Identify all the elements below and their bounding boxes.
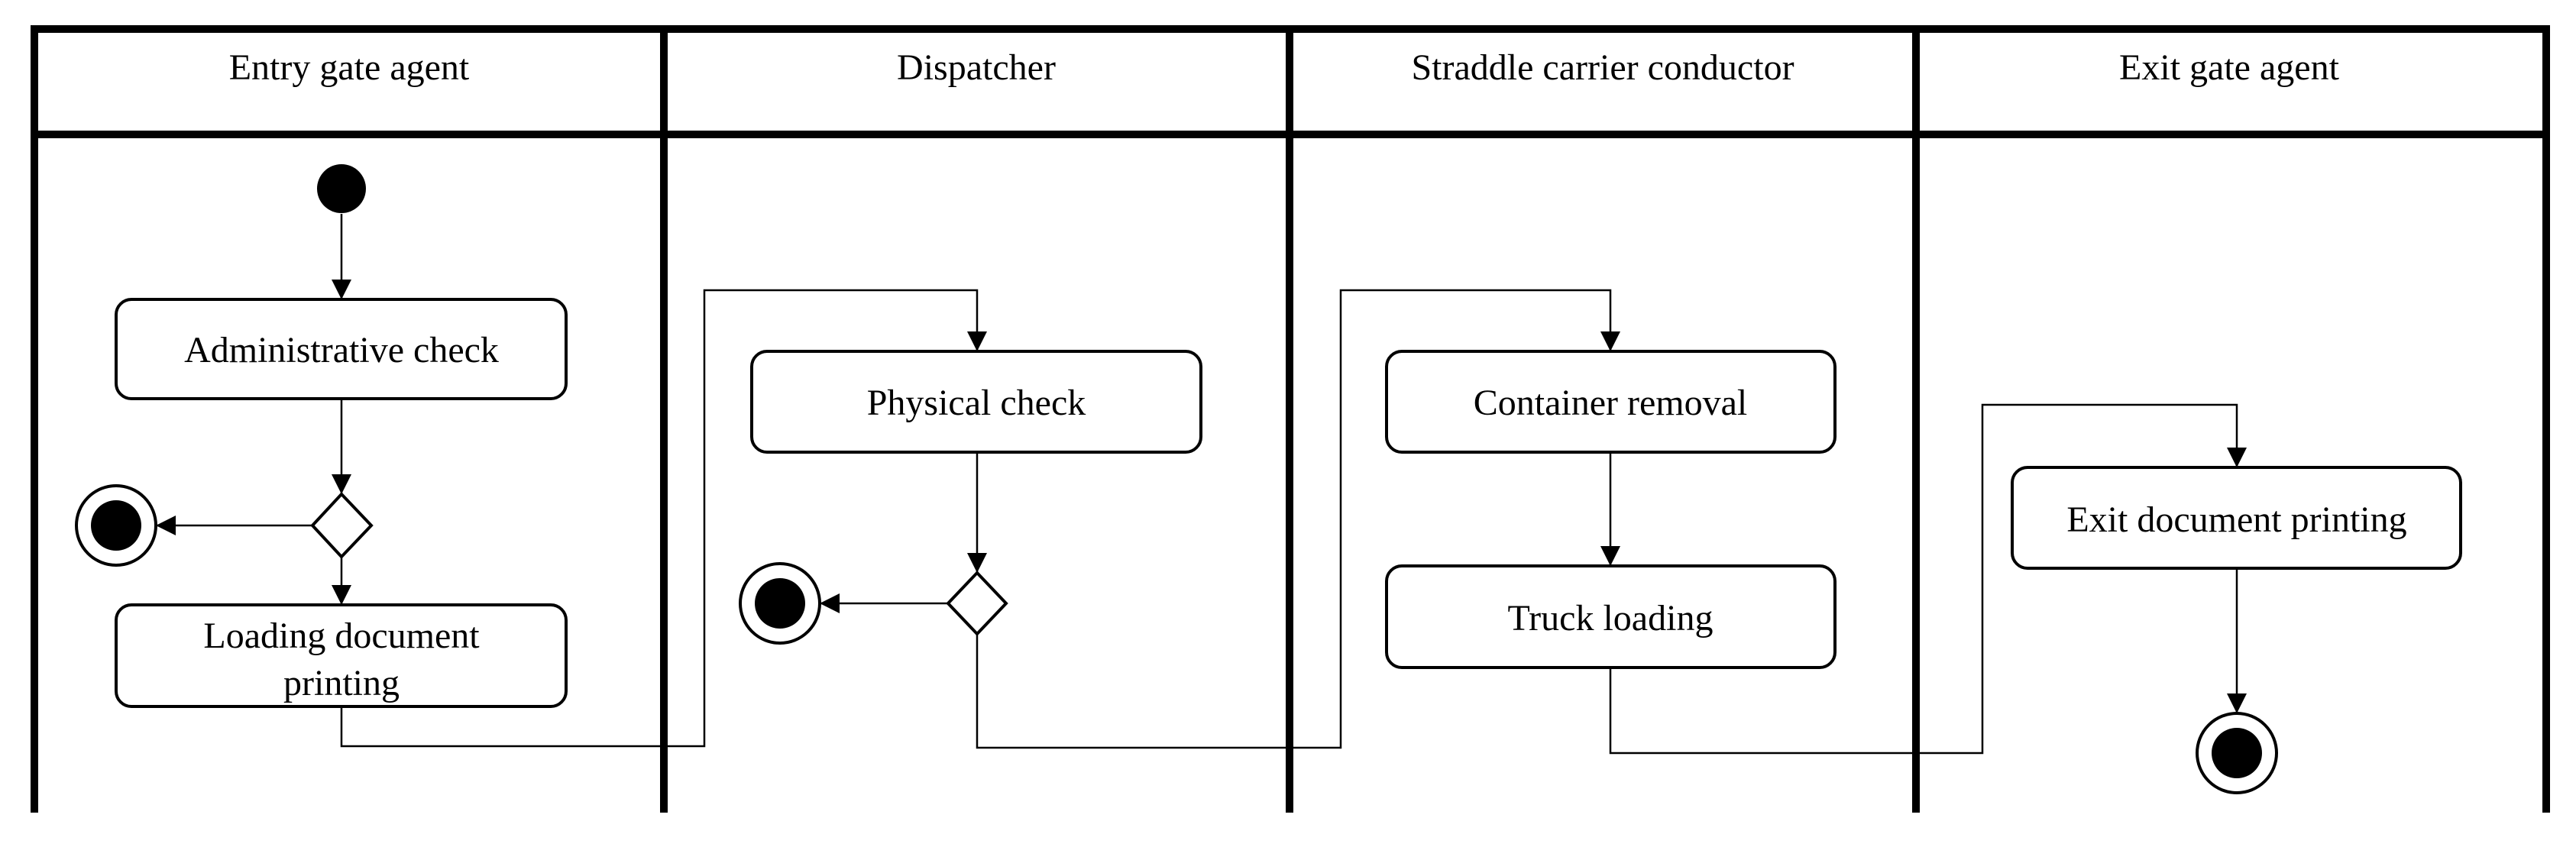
flow-decision-to-container-removal — [976, 289, 1620, 749]
initial-node — [317, 164, 366, 213]
final-node-exit — [2196, 712, 2278, 794]
control-flows — [156, 214, 2247, 755]
activity-label-loading-document-printing-line1: Loading document — [203, 616, 480, 656]
lane-title-entry-gate-agent: Entry gate agent — [229, 47, 470, 88]
activity-label-container-removal: Container removal — [1474, 383, 1748, 423]
activity-physical-check: Physical check — [750, 350, 1202, 454]
final-node-entry — [75, 484, 157, 567]
flow-loading-document-to-physical-check — [340, 289, 987, 748]
lane-headers: Entry gate agent Dispatcher Straddle car… — [229, 47, 2340, 88]
swimlane-frame — [31, 25, 2550, 813]
lane-title-straddle-carrier-conductor: Straddle carrier conductor — [1411, 47, 1794, 88]
activity-label-exit-document-printing: Exit document printing — [2066, 499, 2406, 540]
activity-label-administrative-check: Administrative check — [184, 330, 499, 370]
activity-truck-loading: Truck loading — [1385, 564, 1837, 669]
lane-title-exit-gate-agent: Exit gate agent — [2119, 47, 2340, 88]
activity-label-physical-check: Physical check — [867, 383, 1086, 423]
activity-loading-document-printing: Loading document printing — [115, 603, 568, 708]
decision-node-entry — [310, 492, 374, 559]
final-node-dispatcher — [739, 562, 821, 645]
activity-container-removal: Container removal — [1385, 350, 1837, 454]
activity-exit-document-printing: Exit document printing — [2011, 466, 2462, 570]
lane-title-dispatcher: Dispatcher — [897, 47, 1056, 88]
decision-node-dispatcher — [946, 571, 1008, 636]
activity-label-truck-loading: Truck loading — [1508, 598, 1714, 638]
flow-truck-loading-to-exit-document — [1609, 403, 2247, 755]
activity-label-loading-document-printing-line2: printing — [283, 663, 400, 703]
activity-administrative-check: Administrative check — [115, 298, 568, 400]
